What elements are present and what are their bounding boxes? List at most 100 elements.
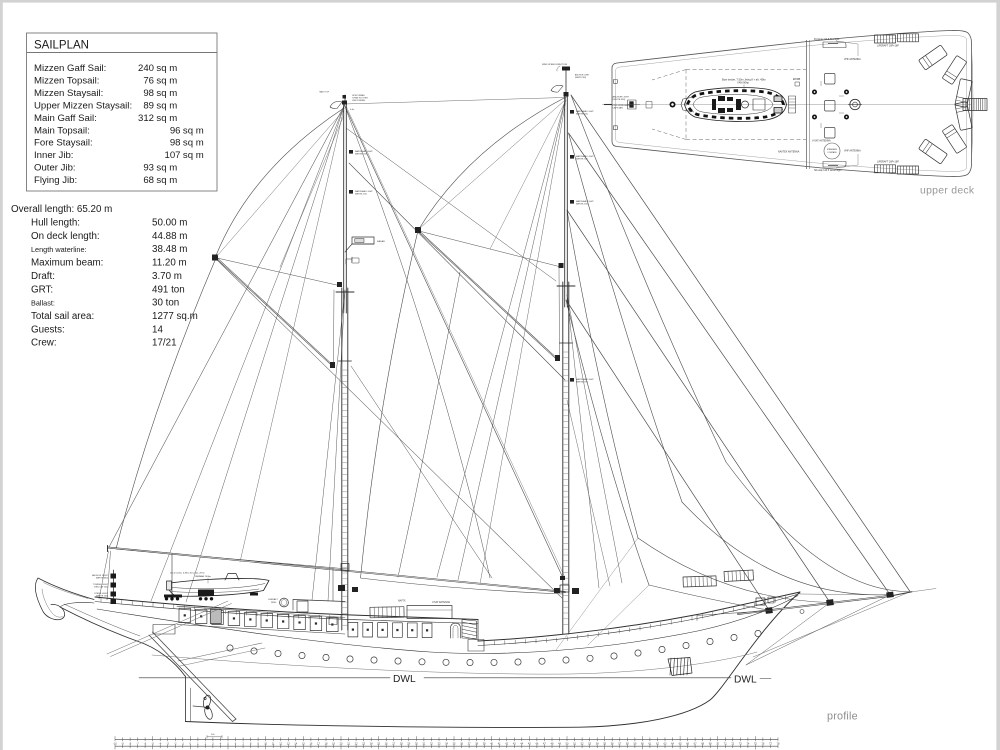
svg-text:68: 68 bbox=[701, 741, 704, 745]
svg-text:sq m: sq m bbox=[156, 63, 177, 74]
svg-text:59: 59 bbox=[633, 741, 636, 745]
svg-text:TV/SAT PLOTTER: TV/SAT PLOTTER bbox=[352, 97, 368, 100]
svg-text:76: 76 bbox=[761, 741, 764, 745]
svg-text:(WHITE 135): (WHITE 135) bbox=[96, 596, 108, 598]
svg-text:-2: -2 bbox=[174, 741, 177, 745]
svg-text:-4: -4 bbox=[159, 741, 162, 745]
svg-text:68: 68 bbox=[143, 175, 154, 186]
svg-text:TOWING LIGHT: TOWING LIGHT bbox=[93, 584, 109, 586]
svg-text:53: 53 bbox=[588, 741, 591, 745]
svg-text:upper deck: upper deck bbox=[920, 186, 975, 197]
svg-text:(WHITE 225): (WHITE 225) bbox=[576, 158, 588, 160]
svg-text:67: 67 bbox=[694, 741, 697, 745]
svg-text:89: 89 bbox=[143, 100, 154, 111]
svg-text:2: 2 bbox=[205, 741, 207, 745]
svg-text:54: 54 bbox=[596, 741, 599, 745]
svg-text:9: 9 bbox=[257, 741, 259, 745]
svg-text:17/21: 17/21 bbox=[152, 338, 177, 349]
svg-text:Main Gaff Sail:: Main Gaff Sail: bbox=[34, 113, 97, 124]
svg-text:Outer Jib:: Outer Jib: bbox=[34, 163, 76, 174]
svg-text:Maximum beam:: Maximum beam: bbox=[31, 258, 103, 269]
svg-text:(WHITE 225): (WHITE 225) bbox=[355, 153, 367, 155]
svg-text:Draft:: Draft: bbox=[31, 271, 55, 282]
svg-text:-8: -8 bbox=[129, 741, 132, 745]
svg-text:Total sail area:: Total sail area: bbox=[31, 311, 94, 322]
svg-text:61: 61 bbox=[648, 741, 651, 745]
svg-text:24: 24 bbox=[370, 741, 373, 745]
svg-text:MASTHEAD LIGHT: MASTHEAD LIGHT bbox=[576, 378, 594, 381]
svg-text:46: 46 bbox=[535, 741, 538, 745]
svg-text:73: 73 bbox=[739, 741, 742, 745]
svg-text:ANCHOR LIGHT: ANCHOR LIGHT bbox=[613, 96, 630, 99]
svg-text:(WHITE 360): (WHITE 360) bbox=[613, 99, 626, 101]
svg-text:98: 98 bbox=[170, 138, 181, 149]
svg-text:74: 74 bbox=[746, 741, 749, 745]
svg-text:DWL: DWL bbox=[734, 675, 757, 686]
svg-text:57: 57 bbox=[618, 741, 621, 745]
svg-text:sq m: sq m bbox=[156, 88, 177, 99]
svg-text:1277 sq.m: 1277 sq.m bbox=[152, 311, 198, 322]
svg-text:10: 10 bbox=[264, 741, 267, 745]
svg-text:RADAR: RADAR bbox=[377, 240, 385, 243]
svg-text:500: 500 bbox=[211, 734, 215, 736]
svg-text:-7: -7 bbox=[136, 741, 139, 745]
svg-text:44: 44 bbox=[520, 741, 523, 745]
svg-text:-1: -1 bbox=[182, 741, 185, 745]
svg-text:30 ton: 30 ton bbox=[152, 298, 179, 309]
svg-text:66: 66 bbox=[686, 741, 689, 745]
svg-text:ANCHOR LIGHT: ANCHOR LIGHT bbox=[575, 74, 590, 77]
svg-text:76: 76 bbox=[143, 75, 154, 86]
svg-text:profile: profile bbox=[827, 711, 858, 723]
svg-text:On deck length:: On deck length: bbox=[31, 231, 100, 242]
svg-text:-5: -5 bbox=[152, 741, 155, 745]
svg-text:32: 32 bbox=[430, 741, 433, 745]
svg-text:VHF ANTENNA: VHF ANTENNA bbox=[844, 58, 861, 61]
svg-text:45: 45 bbox=[528, 741, 531, 745]
svg-text:EPIRB: EPIRB bbox=[793, 78, 801, 81]
svg-text:(WHITE 225): (WHITE 225) bbox=[576, 381, 588, 383]
svg-text:WIND SPEED/DIRECTION: WIND SPEED/DIRECTION bbox=[542, 64, 568, 66]
svg-text:COMPASS: COMPASS bbox=[827, 151, 837, 154]
svg-text:11: 11 bbox=[272, 741, 275, 745]
svg-text:-6: -6 bbox=[144, 741, 147, 745]
svg-text:FWD WINDLASS: FWD WINDLASS bbox=[613, 104, 631, 107]
svg-text:14: 14 bbox=[294, 741, 297, 745]
svg-text:12: 12 bbox=[279, 741, 282, 745]
svg-text:17: 17 bbox=[317, 741, 320, 745]
svg-text:YANMAR 240hp: YANMAR 240hp bbox=[195, 575, 212, 578]
svg-text:Length waterline:: Length waterline: bbox=[31, 245, 87, 254]
svg-text:35: 35 bbox=[453, 741, 456, 745]
svg-text:NAVTEX ANTENNA: NAVTEX ANTENNA bbox=[778, 151, 800, 154]
svg-text:-9: -9 bbox=[121, 741, 124, 745]
svg-text:55: 55 bbox=[603, 741, 606, 745]
svg-text:Guests:: Guests: bbox=[31, 324, 65, 335]
svg-text:Mizzen Staysail:: Mizzen Staysail: bbox=[34, 88, 103, 99]
svg-text:70: 70 bbox=[716, 741, 719, 745]
svg-text:33: 33 bbox=[438, 741, 441, 745]
svg-text:60: 60 bbox=[641, 741, 644, 745]
svg-text:V-SAT ANTENNA: V-SAT ANTENNA bbox=[432, 601, 450, 604]
svg-text:63: 63 bbox=[664, 741, 667, 745]
svg-text:19: 19 bbox=[332, 741, 335, 745]
svg-text:Upper Mizzen Staysail:: Upper Mizzen Staysail: bbox=[34, 100, 132, 111]
svg-text:Hull length:: Hull length: bbox=[31, 218, 80, 229]
svg-text:Mizzen Topsail:: Mizzen Topsail: bbox=[34, 75, 99, 86]
svg-text:20: 20 bbox=[340, 741, 343, 745]
svg-text:52: 52 bbox=[581, 741, 584, 745]
svg-text:sq m: sq m bbox=[183, 138, 204, 149]
svg-text:71: 71 bbox=[724, 741, 727, 745]
svg-text:ANCHOR LIGHT: ANCHOR LIGHT bbox=[92, 574, 108, 577]
svg-text:6: 6 bbox=[235, 741, 237, 745]
svg-text:4: 4 bbox=[220, 741, 222, 745]
svg-text:MASTHEAD LIGHT: MASTHEAD LIGHT bbox=[355, 190, 373, 193]
svg-text:-3: -3 bbox=[167, 741, 170, 745]
svg-text:Overall length: 65.20 m: Overall length: 65.20 m bbox=[11, 204, 112, 215]
svg-text:sq m: sq m bbox=[156, 113, 177, 124]
svg-text:38.48 m: 38.48 m bbox=[152, 244, 187, 255]
svg-text:(WHITE 225): (WHITE 225) bbox=[576, 203, 588, 205]
svg-text:30: 30 bbox=[415, 741, 418, 745]
svg-text:50: 50 bbox=[566, 741, 569, 745]
svg-text:3: 3 bbox=[212, 741, 214, 745]
svg-text:98: 98 bbox=[143, 88, 154, 99]
svg-text:sq m: sq m bbox=[156, 163, 177, 174]
